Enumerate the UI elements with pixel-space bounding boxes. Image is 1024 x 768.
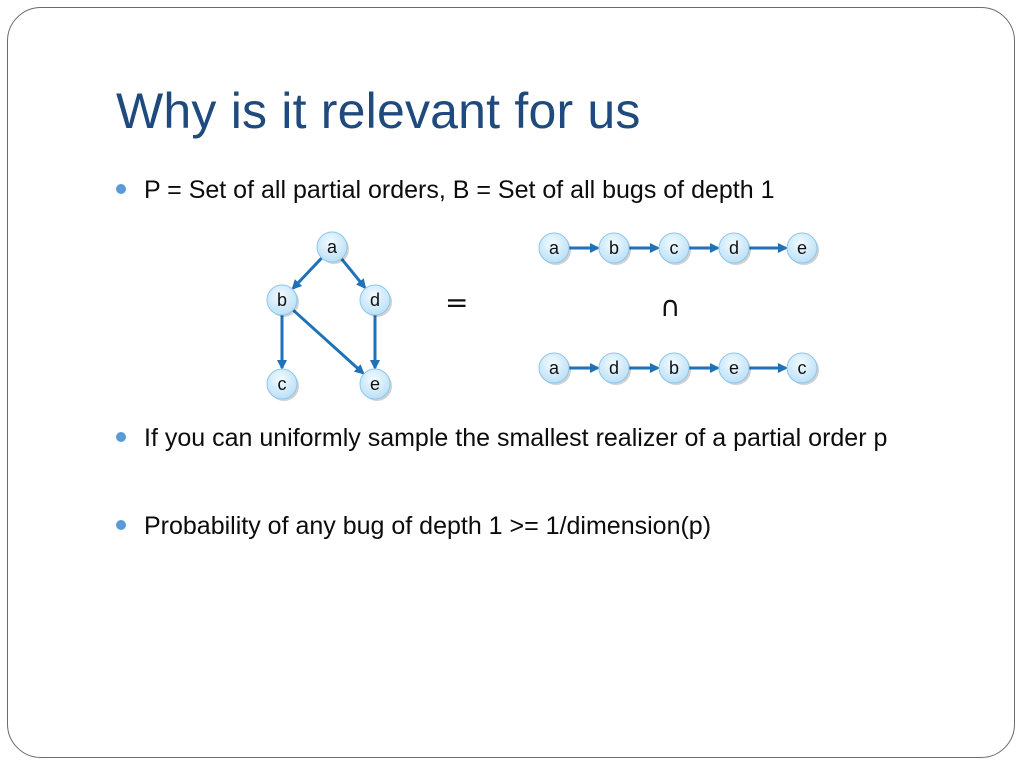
node-label: a xyxy=(549,358,560,378)
slide-frame xyxy=(7,7,1015,758)
bullet-dot xyxy=(116,184,126,194)
chain2-node-a: a xyxy=(538,352,571,385)
edge-b-e xyxy=(292,308,365,375)
intersection-symbol: ∩ xyxy=(660,290,681,323)
chain2-node-d: d xyxy=(598,352,631,385)
chain1-node-c: c xyxy=(658,232,691,265)
graph-node-d: d xyxy=(359,284,392,317)
bullet-item-2: If you can uniformly sample the smallest… xyxy=(116,418,896,458)
node-label: a xyxy=(549,238,560,258)
chain1-node-e: e xyxy=(786,232,819,265)
bullet-text: P = Set of all partial orders, B = Set o… xyxy=(144,176,775,204)
chain2-node-e: e xyxy=(718,352,751,385)
node-label: a xyxy=(327,237,338,257)
node-label: e xyxy=(797,238,807,258)
graph-node-a: a xyxy=(316,231,349,264)
graph-node-c: c xyxy=(266,368,299,401)
chain2-node-c: c xyxy=(786,352,819,385)
node-label: e xyxy=(370,374,380,394)
chain1-node-a: a xyxy=(538,232,571,265)
node-label: b xyxy=(609,238,619,258)
graph-node-e: e xyxy=(359,368,392,401)
edge-a-b xyxy=(291,256,323,290)
chain2-node-b: b xyxy=(658,352,691,385)
node-label: c xyxy=(670,238,679,258)
node-label: d xyxy=(609,358,619,378)
slide-title: Why is it relevant for us xyxy=(116,83,641,139)
graph-node-b: b xyxy=(266,284,299,317)
node-label: d xyxy=(370,290,380,310)
node-label: b xyxy=(669,358,679,378)
bullet-item-3: Probability of any bug of depth 1 >= 1/d… xyxy=(116,506,711,546)
node-label: b xyxy=(277,290,287,310)
node-label: e xyxy=(729,358,739,378)
equals-symbol: = xyxy=(445,286,469,319)
node-label: d xyxy=(729,238,739,258)
bullet-text: Probability of any bug of depth 1 >= 1/d… xyxy=(144,512,712,540)
bullet-item-1: P = Set of all partial orders, B = Set o… xyxy=(116,170,774,210)
chain1-node-b: b xyxy=(598,232,631,265)
bullet-text: If you can uniformly sample the smallest… xyxy=(144,424,888,452)
node-label: c xyxy=(278,374,287,394)
bullet-dot xyxy=(116,432,126,442)
node-label: c xyxy=(798,358,807,378)
chain1-node-d: d xyxy=(718,232,751,265)
edge-a-d xyxy=(340,257,367,290)
bullet-dot xyxy=(116,520,126,530)
